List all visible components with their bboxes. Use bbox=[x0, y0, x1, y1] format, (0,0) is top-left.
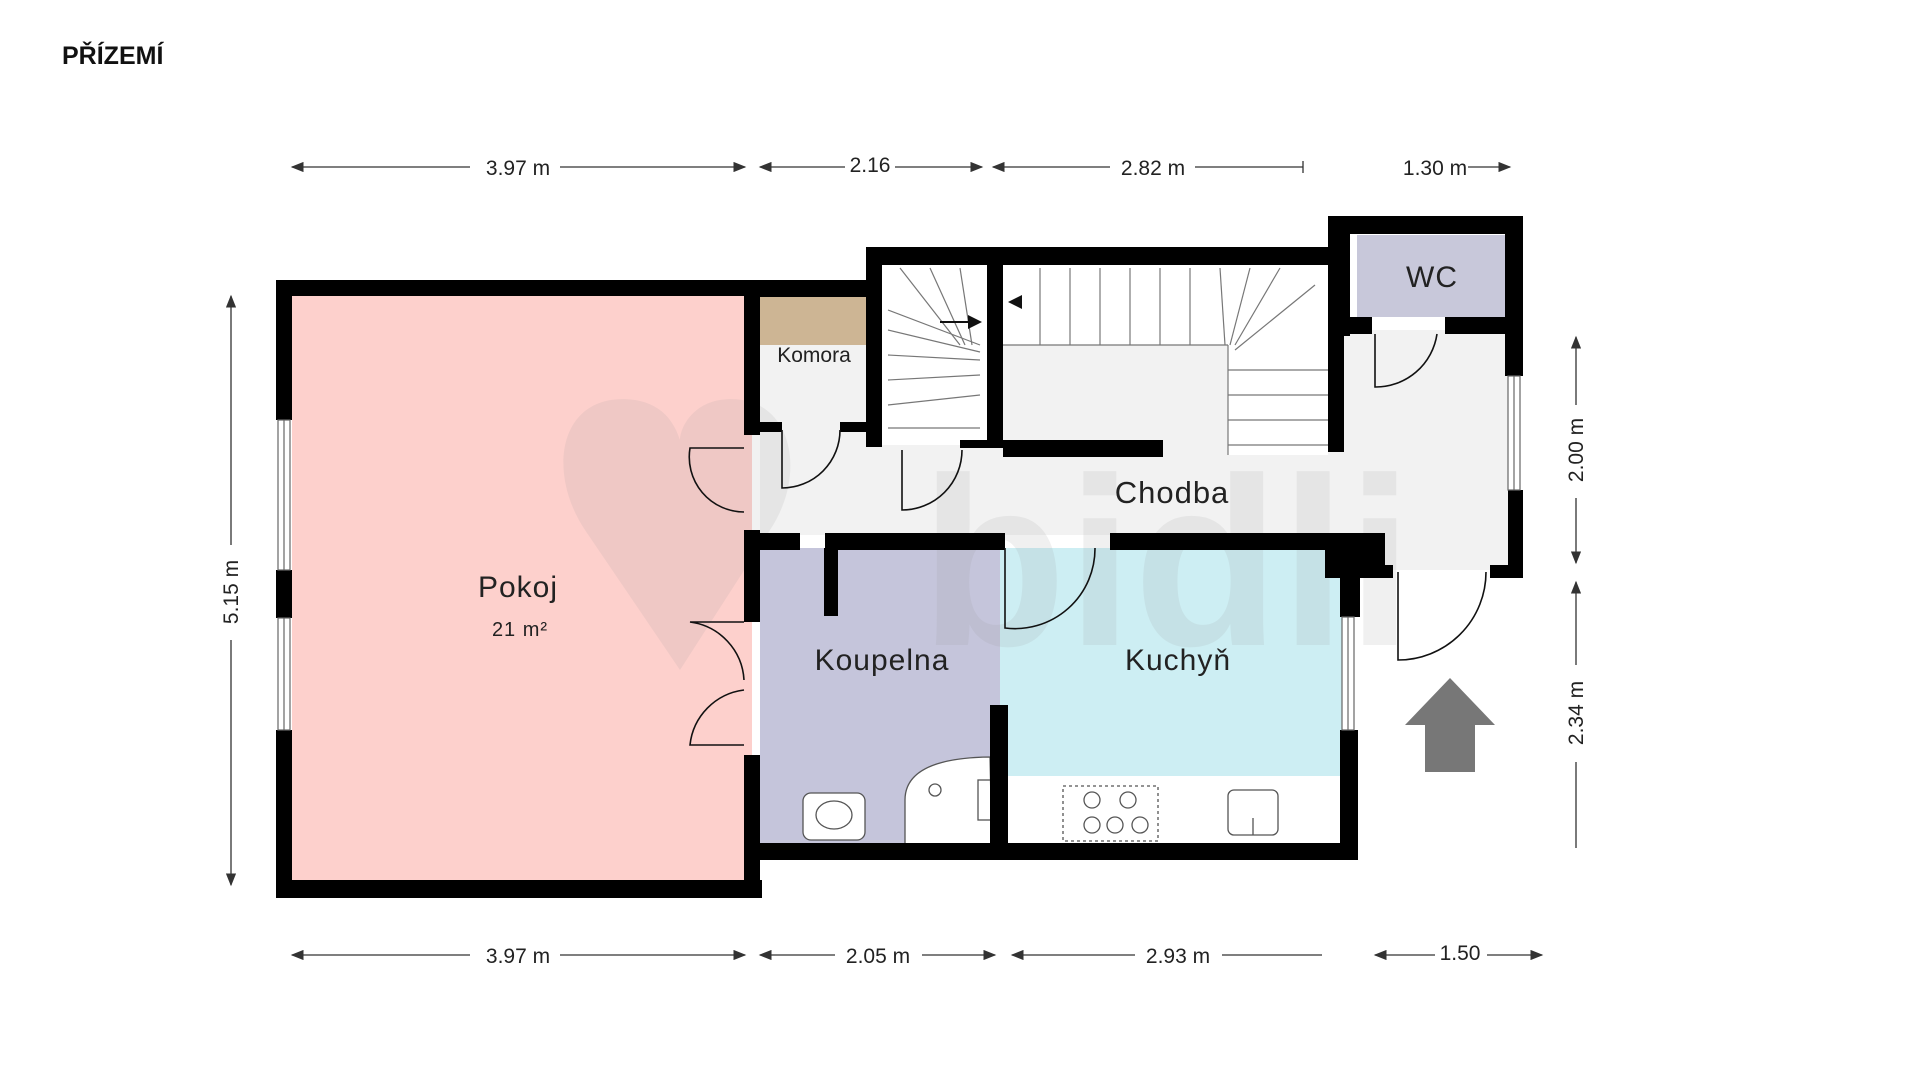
dim-top-2: 2.16 bbox=[850, 154, 891, 177]
room-area-pokoj: 21 m² bbox=[492, 619, 548, 641]
dim-bottom-4: 1.50 bbox=[1440, 942, 1481, 965]
room-label-komora: Komora bbox=[777, 344, 851, 367]
bathroom-sink-icon bbox=[802, 792, 866, 841]
room-labels: Pokoj 21 m² Komora Chodba Koupelna Kuchy… bbox=[478, 261, 1458, 677]
wall bbox=[825, 533, 1005, 550]
cooktop-icon bbox=[1062, 785, 1159, 842]
wall bbox=[987, 265, 1003, 445]
door-pokoj-lower-a bbox=[689, 621, 745, 681]
wall bbox=[1328, 216, 1518, 234]
room-label-koupelna: Koupelna bbox=[815, 644, 950, 677]
wall bbox=[276, 280, 292, 420]
entrance-arrow-icon bbox=[1405, 678, 1495, 772]
dim-top-4: 1.30 m bbox=[1403, 157, 1467, 180]
wall bbox=[1505, 216, 1523, 376]
wall bbox=[960, 440, 1005, 448]
door-stairs bbox=[901, 449, 963, 511]
wall bbox=[1328, 216, 1350, 336]
dimension-lines bbox=[225, 161, 1582, 961]
room-chodba-entry-fill bbox=[1340, 330, 1510, 570]
wall bbox=[752, 280, 878, 297]
room-label-wc: WC bbox=[1406, 261, 1458, 294]
room-kitchen-counter bbox=[1012, 776, 1348, 844]
wall bbox=[1383, 565, 1393, 578]
dim-bottom-3: 2.93 m bbox=[1146, 945, 1210, 968]
door-entrance bbox=[1397, 571, 1487, 661]
wall bbox=[276, 570, 292, 618]
wall bbox=[1003, 440, 1163, 457]
door-wc bbox=[1374, 333, 1438, 388]
wall bbox=[1340, 730, 1358, 860]
kitchen-appliances bbox=[1062, 785, 1279, 842]
wall bbox=[840, 422, 880, 432]
room-fills bbox=[292, 235, 1510, 880]
watermark-heart-icon bbox=[563, 399, 791, 670]
door-pokoj-upper bbox=[688, 447, 745, 513]
dim-top-1: 3.97 m bbox=[486, 157, 550, 180]
wall bbox=[752, 533, 800, 550]
wall bbox=[866, 247, 1336, 265]
stair-well-right bbox=[1003, 265, 1328, 345]
wall bbox=[276, 280, 752, 296]
wall bbox=[1325, 533, 1385, 578]
dim-bottom-1: 3.97 m bbox=[486, 945, 550, 968]
wall bbox=[824, 548, 838, 616]
dimension-labels: 3.97 m 2.16 2.82 m 1.30 m 3.97 m 2.05 m … bbox=[220, 154, 1588, 968]
wall bbox=[1344, 317, 1372, 334]
wall bbox=[276, 880, 762, 898]
room-label-kuchyn: Kuchyň bbox=[1125, 644, 1231, 677]
wall bbox=[744, 755, 760, 898]
wall bbox=[1110, 533, 1332, 550]
doors bbox=[688, 333, 1487, 746]
dim-top-3: 2.82 m bbox=[1121, 157, 1185, 180]
room-kuchyn-fill bbox=[1000, 548, 1348, 776]
shower-icon bbox=[904, 756, 993, 848]
wall bbox=[752, 422, 782, 432]
dim-right-lower: 2.34 m bbox=[1565, 681, 1588, 745]
wall bbox=[990, 705, 1008, 845]
wall bbox=[276, 730, 292, 898]
room-wc-fill bbox=[1357, 235, 1507, 317]
door-komora bbox=[781, 429, 841, 489]
door-kitchen bbox=[1004, 547, 1096, 630]
windows bbox=[277, 375, 1521, 731]
stair-well-lower bbox=[1228, 345, 1328, 455]
wall bbox=[1508, 490, 1523, 578]
wall bbox=[744, 530, 760, 622]
dim-bottom-2: 2.05 m bbox=[846, 945, 910, 968]
door-pokoj-lower-b bbox=[689, 689, 745, 746]
walls bbox=[276, 216, 1523, 898]
stair-arrow-icon bbox=[1008, 295, 1022, 309]
bathroom-fixtures bbox=[802, 756, 993, 848]
room-label-pokoj: Pokoj bbox=[478, 571, 558, 604]
wall bbox=[1490, 565, 1523, 578]
wall bbox=[752, 843, 1358, 860]
dim-left: 5.15 m bbox=[220, 560, 243, 624]
wall bbox=[1340, 575, 1360, 617]
floor-title: PŘÍZEMÍ bbox=[62, 42, 164, 70]
wall bbox=[744, 280, 760, 435]
dim-right-upper: 2.00 m bbox=[1565, 418, 1588, 482]
staircase bbox=[887, 267, 1328, 455]
wall bbox=[1445, 317, 1523, 334]
room-pokoj-fill bbox=[292, 295, 752, 880]
wall bbox=[866, 247, 882, 447]
stair-arrow-icon bbox=[968, 315, 982, 329]
room-label-chodba: Chodba bbox=[1115, 475, 1230, 510]
